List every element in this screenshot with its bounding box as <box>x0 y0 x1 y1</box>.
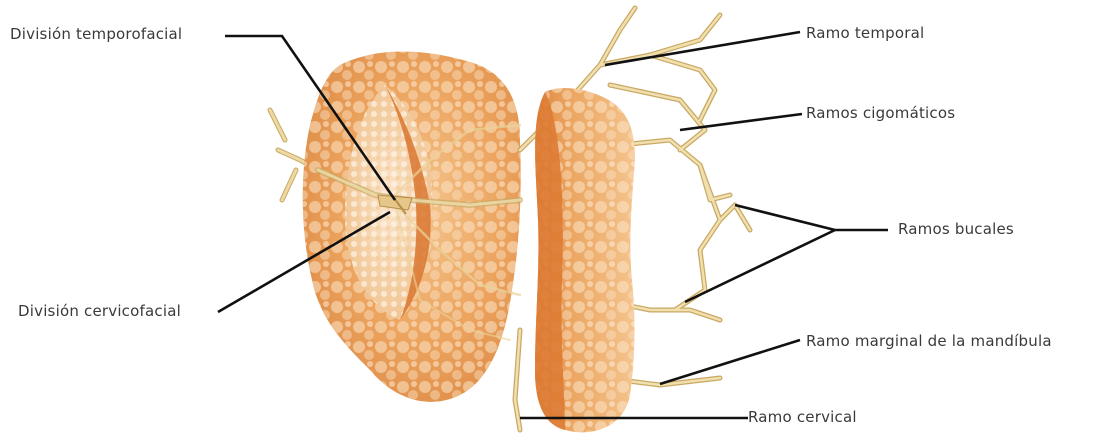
label-ramos-bucales: Ramos bucales <box>898 220 1014 238</box>
parotid-gland-right-slab <box>535 88 635 432</box>
leader-marginal <box>660 340 800 384</box>
label-ramo-marginal: Ramo marginal de la mandíbula <box>806 332 1052 350</box>
label-ramos-cigomaticos: Ramos cigomáticos <box>806 104 955 122</box>
parotid-gland-left <box>303 51 521 401</box>
label-ramo-cervical: Ramo cervical <box>748 408 857 426</box>
label-division-temporofacial: División temporofacial <box>10 25 182 43</box>
label-ramo-temporal: Ramo temporal <box>806 24 924 42</box>
label-division-cervicofacial: División cervicofacial <box>18 302 181 320</box>
